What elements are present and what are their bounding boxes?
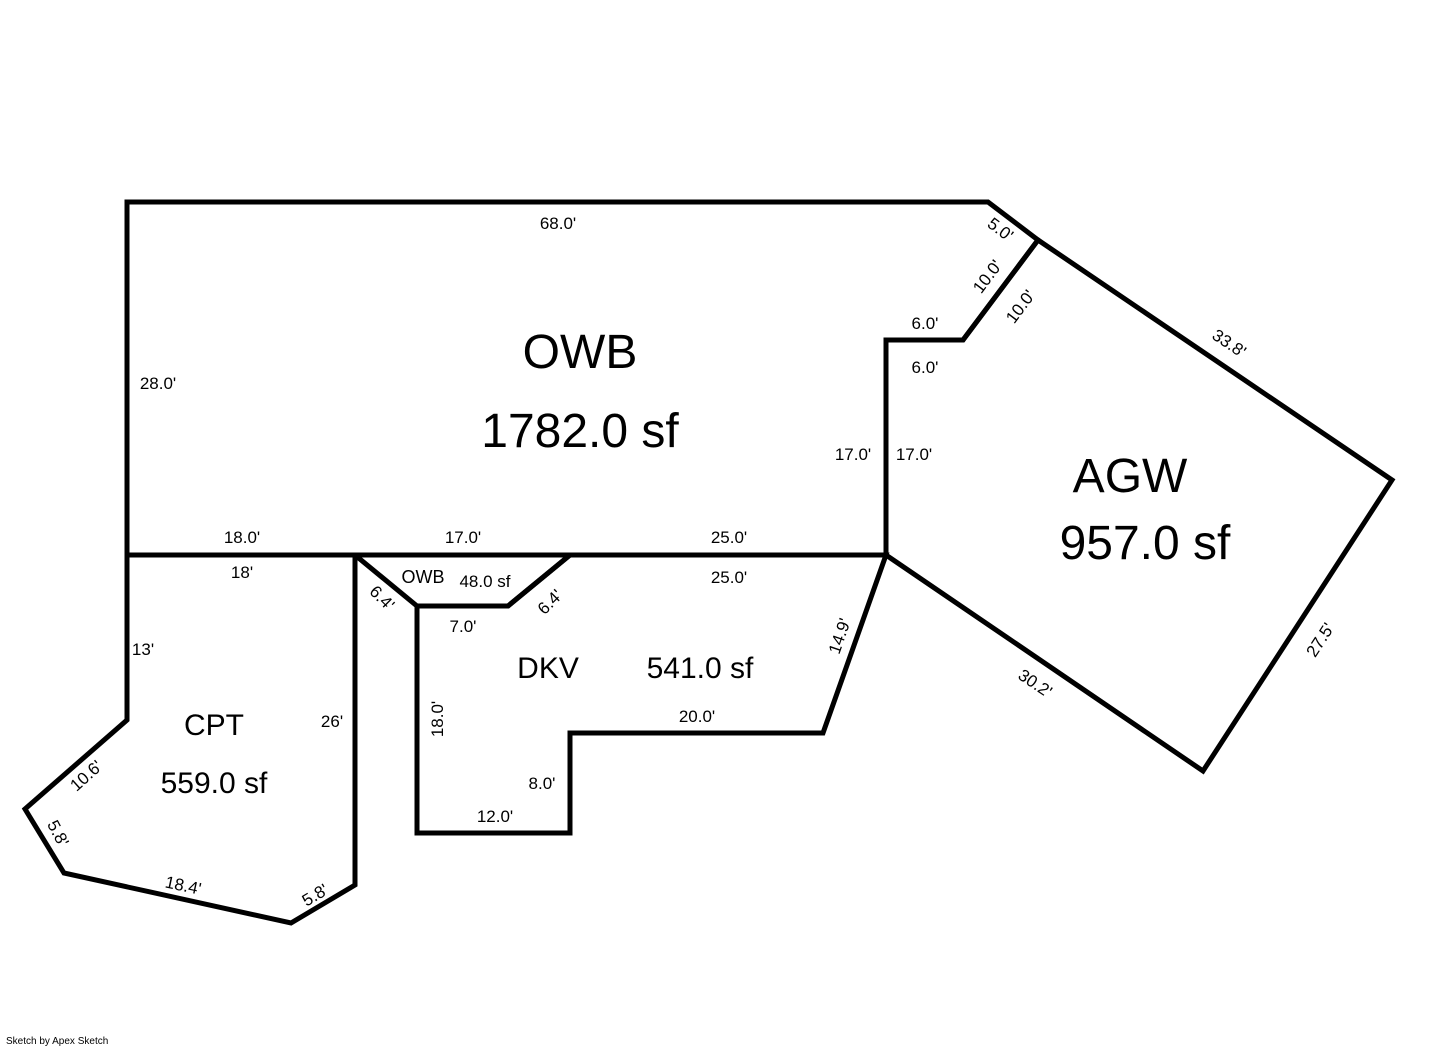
cpt-label: CPT (184, 709, 244, 742)
dim-label: 28.0' (140, 374, 176, 393)
sketch-credit: Sketch by Apex Sketch (6, 1036, 109, 1047)
dim-label: 18' (231, 563, 253, 582)
dim-label: 20.0' (679, 707, 715, 726)
owb-small-label: OWB (402, 567, 445, 587)
dim-label: 33.8' (1209, 325, 1250, 361)
dim-label: 6.4' (534, 586, 566, 618)
dim-label: 5.8' (299, 880, 332, 910)
dim-label: 6.0' (912, 358, 939, 377)
dkv-area-outline (414, 552, 890, 836)
dim-label: 30.2' (1015, 665, 1056, 701)
dim-label: 27.5' (1303, 620, 1339, 661)
owb-area: 1782.0 sf (481, 405, 679, 458)
dim-label: 10.0' (1002, 286, 1039, 326)
dim-label: 8.0' (529, 774, 556, 793)
dim-label: 7.0' (450, 617, 477, 636)
dim-label: 13' (132, 640, 154, 659)
dim-label: 18.0' (428, 701, 447, 737)
dim-label: 18.0' (224, 528, 260, 547)
dim-label: 17.0' (896, 445, 932, 464)
owb-small-area: 48.0 sf (459, 572, 510, 591)
dkv-area: 541.0 sf (647, 652, 754, 685)
dim-label: 17.0' (835, 445, 871, 464)
owb-label: OWB (523, 326, 638, 379)
cpt-area: 559.0 sf (161, 767, 268, 800)
dim-label: 6.0' (912, 314, 939, 333)
agw-area: 957.0 sf (1060, 517, 1231, 570)
cpt-area-outline (21, 552, 358, 926)
dim-label: 17.0' (445, 528, 481, 547)
agw-area-outline (883, 236, 1396, 775)
dkv-label: DKV (517, 652, 579, 685)
dim-label: 25.0' (711, 528, 747, 547)
dim-label: 68.0' (540, 214, 576, 233)
dim-label: 26' (321, 712, 343, 731)
dim-label: 10.6' (66, 757, 106, 795)
agw-label: AGW (1073, 450, 1188, 503)
dim-label: 12.0' (477, 807, 513, 826)
dim-label: 25.0' (711, 568, 747, 587)
